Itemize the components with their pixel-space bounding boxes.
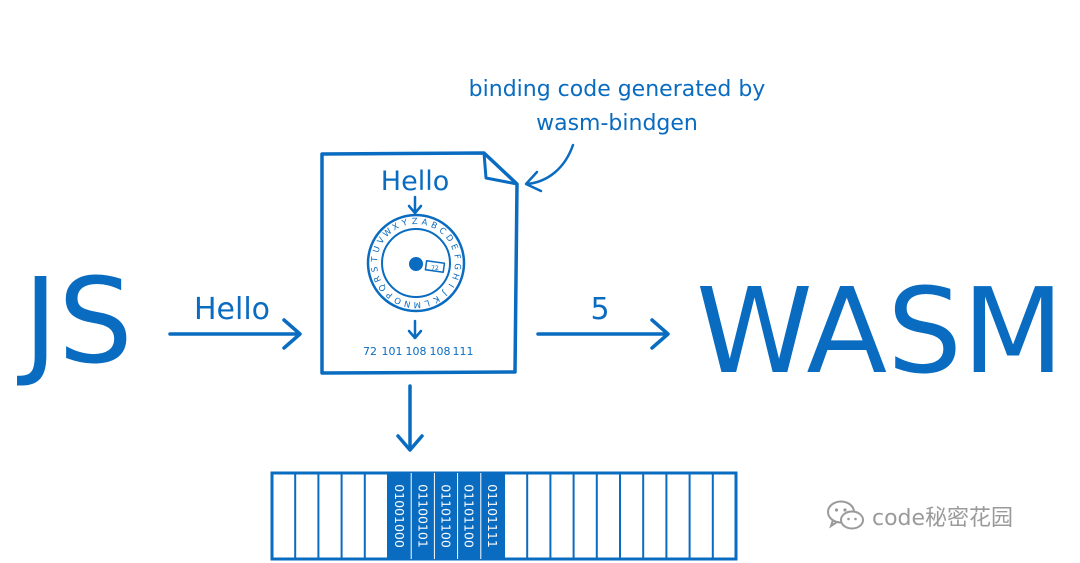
cipher-letter: P: [385, 289, 395, 300]
watermark-text: code秘密花园: [872, 506, 1014, 531]
memory-highlight: [388, 473, 504, 559]
input-string-label: Hello: [194, 292, 270, 327]
cipher-letter: X: [391, 221, 401, 233]
character-code: 108: [406, 345, 427, 358]
output-value-label: 5: [590, 292, 609, 327]
cipher-marker-box: [424, 260, 446, 273]
watermark: code秘密花园: [826, 499, 1013, 533]
memory-byte: 01101100: [462, 484, 477, 548]
memory-byte: 01100101: [415, 484, 430, 548]
cipher-letter: C: [437, 226, 448, 238]
linear-memory: 01001000 01100101 01101100 01101100 01101111: [270, 471, 738, 561]
cipher-letter: L: [423, 297, 431, 308]
annotation-arrow-head: [524, 170, 543, 193]
cipher-letter: N: [403, 298, 411, 309]
cipher-letter: U: [371, 245, 382, 254]
annotation-arrow: [525, 143, 575, 186]
annotation-line-1: binding code generated by: [469, 77, 766, 102]
cipher-letter: V: [376, 235, 388, 245]
cipher-letter: J: [440, 288, 449, 298]
cipher-letter: K: [431, 293, 441, 305]
cipher-letter: B: [429, 220, 439, 232]
cipher-wheel-inner: [381, 228, 451, 298]
cipher-letter: E: [448, 243, 459, 252]
binding-to-memory-arrow-head: [396, 434, 424, 452]
character-code: 72: [363, 345, 377, 358]
memory-byte: 01101111: [485, 484, 500, 548]
binding-code-document: [320, 151, 519, 375]
memory-byte: 01001000: [392, 484, 407, 548]
wechat-icon: [827, 500, 864, 530]
cipher-letter: A: [421, 217, 429, 228]
character-code: 108: [430, 345, 451, 358]
cipher-marker-value: 72: [431, 265, 439, 272]
cipher-letter: M: [413, 299, 421, 309]
cipher-letter: G: [452, 263, 463, 270]
binding-to-wasm-arrow-head: [650, 318, 670, 350]
cipher-letter: I: [446, 281, 456, 289]
wasm-label: WASM: [696, 262, 1064, 400]
character-code: 101: [382, 345, 403, 358]
memory-byte: 01101100: [439, 484, 454, 548]
cipher-wheel-hub: [409, 257, 423, 271]
document-hello-label: Hello: [381, 166, 449, 197]
cipher-letter: O: [393, 294, 404, 306]
cipher-letter: T: [370, 256, 381, 264]
wheel-to-codes-arrow-head: [407, 329, 423, 340]
cipher-letter: F: [451, 254, 462, 260]
cipher-letter: Z: [412, 217, 418, 227]
cipher-wheel-outer: [366, 213, 466, 313]
cipher-letter: R: [372, 274, 384, 283]
cipher-letter: S: [370, 266, 381, 273]
cipher-letter: Y: [400, 218, 409, 230]
annotation-line-2: wasm-bindgen: [536, 111, 698, 136]
document-folded-corner: [482, 151, 519, 186]
cipher-letter: D: [443, 233, 455, 245]
cipher-letter: Q: [377, 281, 389, 293]
js-to-binding-arrow-head: [282, 318, 302, 350]
cipher-letter: H: [449, 272, 461, 281]
hello-to-wheel-arrow-head: [407, 204, 423, 215]
character-code: 111: [453, 345, 474, 358]
js-label: JS: [16, 252, 133, 390]
